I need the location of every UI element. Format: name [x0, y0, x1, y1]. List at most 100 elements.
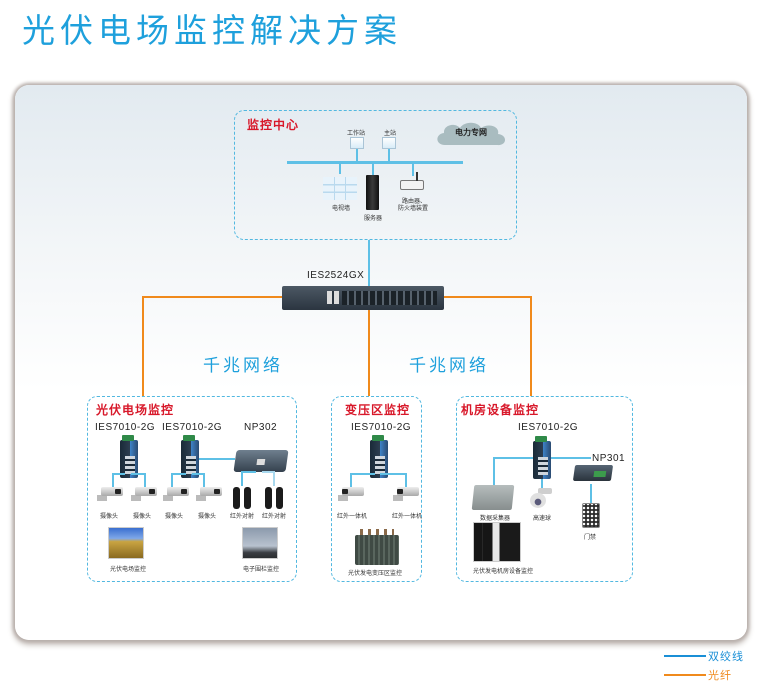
ir-camera-icon-1 — [338, 487, 364, 501]
substation-box — [331, 396, 422, 582]
pv-field-title: 光伏电场监控 — [96, 403, 175, 417]
cam-link-2v — [144, 473, 146, 487]
router-link — [412, 163, 414, 176]
pv-switch-1-icon — [120, 435, 138, 478]
machine-room-switch-model: IES7010-2G — [518, 422, 579, 433]
fence-photo — [242, 527, 278, 559]
pv-field-box — [87, 396, 297, 582]
transformer-icon — [355, 535, 399, 565]
router-antenna-icon — [416, 172, 418, 181]
camera-label-3: 摄像头 — [165, 513, 184, 520]
data-collector-icon — [471, 485, 515, 510]
router-label-line2: 防火墙装置 — [398, 205, 429, 212]
pv-field-photo-caption: 光伏电场监控 — [110, 566, 147, 573]
cloud-icon — [433, 119, 509, 149]
ir-camera-icon-2 — [393, 487, 419, 501]
network-label-right: 千兆网络 — [409, 356, 489, 376]
pv-switch-1-model: IES7010-2G — [95, 422, 156, 433]
substation-title: 变压区监控 — [345, 403, 411, 417]
machine-room-switch-icon — [533, 436, 551, 479]
machine-room-box — [456, 396, 633, 582]
page-title: 光伏电场监控解决方案 — [22, 11, 402, 50]
video-wall-icon — [323, 177, 357, 200]
substation-switch-icon — [370, 435, 388, 478]
pv-switch-2-model: IES7010-2G — [162, 422, 223, 433]
camera-icon-2 — [131, 487, 157, 501]
camera-icon-1 — [97, 487, 123, 501]
server-link — [372, 163, 374, 175]
fiber-right-horizontal — [444, 296, 532, 298]
access-control-icon — [582, 503, 600, 528]
ir-camera-label-2: 红外一体机 — [392, 513, 423, 520]
np302-model: NP302 — [244, 422, 278, 433]
workstation-label: 工作站 — [347, 130, 366, 137]
ir-link-1v — [241, 471, 243, 486]
ir-sensor-icon-2 — [265, 487, 285, 509]
fiber-left-horizontal — [142, 296, 282, 298]
legend-fiber-line — [664, 674, 706, 676]
cam-link-1h — [112, 473, 125, 475]
server-label: 服务器 — [364, 215, 383, 222]
np302-icon — [233, 450, 289, 472]
fiber-right-vertical — [530, 296, 532, 396]
master-link — [388, 149, 390, 161]
core-switch-icon — [282, 286, 444, 310]
ir-camera-label-1: 红外一体机 — [337, 513, 368, 520]
ir-sensor-label-1: 红外对射 — [230, 513, 255, 520]
camera-icon-4 — [196, 487, 222, 501]
cam-link-3v — [171, 473, 173, 487]
speed-dome-label: 高速球 — [533, 515, 552, 522]
substation-photo-caption: 光伏发电变压区监控 — [348, 570, 403, 577]
legend-fiber-label: 光纤 — [708, 669, 732, 682]
camera-label-4: 摄像头 — [198, 513, 217, 520]
access-control-label: 门禁 — [584, 534, 597, 541]
cam-link-4v — [203, 473, 205, 487]
collector-link-v — [493, 457, 495, 485]
pv-field-photo — [108, 527, 144, 559]
server-icon — [366, 175, 379, 210]
fence-photo-caption: 电子围栏监控 — [243, 566, 280, 573]
camera-label-2: 摄像头 — [133, 513, 152, 520]
ir-sensor-label-2: 红外对射 — [262, 513, 287, 520]
cam-link-4h — [192, 473, 204, 475]
lan-bus — [287, 161, 463, 164]
router-label-line1: 路由器、 — [402, 198, 427, 205]
ir-link-2v — [273, 471, 275, 486]
cam-link-2h — [131, 473, 145, 475]
core-switch-model: IES2524GX — [307, 270, 365, 281]
machine-room-title: 机房设备监控 — [461, 403, 540, 417]
master-monitor-icon — [382, 137, 396, 149]
sub-cam-link-2v — [405, 473, 407, 487]
speed-dome-link — [541, 479, 543, 489]
router-icon — [400, 180, 424, 190]
server-room-photo-caption: 光伏发电机房设备监控 — [473, 568, 534, 575]
fiber-center-vertical — [368, 310, 370, 396]
np301-model: NP301 — [592, 453, 626, 464]
master-station-label: 主站 — [384, 130, 397, 137]
control-center-title: 监控中心 — [247, 118, 300, 132]
legend-twisted-pair-line — [664, 655, 706, 657]
server-room-photo — [473, 522, 521, 562]
access-link — [590, 484, 592, 503]
camera-icon-3 — [163, 487, 189, 501]
ir-link-2h — [262, 471, 274, 473]
transformer-bushings-icon — [360, 529, 394, 535]
np301-icon — [572, 465, 614, 481]
ir-sensor-icon-1 — [233, 487, 253, 509]
substation-switch-model: IES7010-2G — [351, 422, 412, 433]
cam-link-1v — [112, 473, 114, 487]
legend-twisted-pair-label: 双绞线 — [708, 650, 744, 663]
data-collector-label: 数据采集器 — [480, 515, 511, 522]
sub-cam-link-1h — [350, 473, 375, 475]
control-center-box — [234, 110, 517, 240]
network-label-left: 千兆网络 — [203, 356, 283, 376]
speed-dome-icon — [530, 488, 552, 508]
collector-link-h — [493, 457, 533, 459]
sub-cam-link-2h — [380, 473, 406, 475]
switch-np302-link — [199, 458, 235, 460]
sub-cam-link-1v — [350, 473, 352, 487]
pv-switch-2-icon — [181, 435, 199, 478]
cloud-label: 电力专网 — [455, 128, 487, 137]
center-uplink — [368, 240, 370, 286]
ir-link-1h — [241, 471, 256, 473]
